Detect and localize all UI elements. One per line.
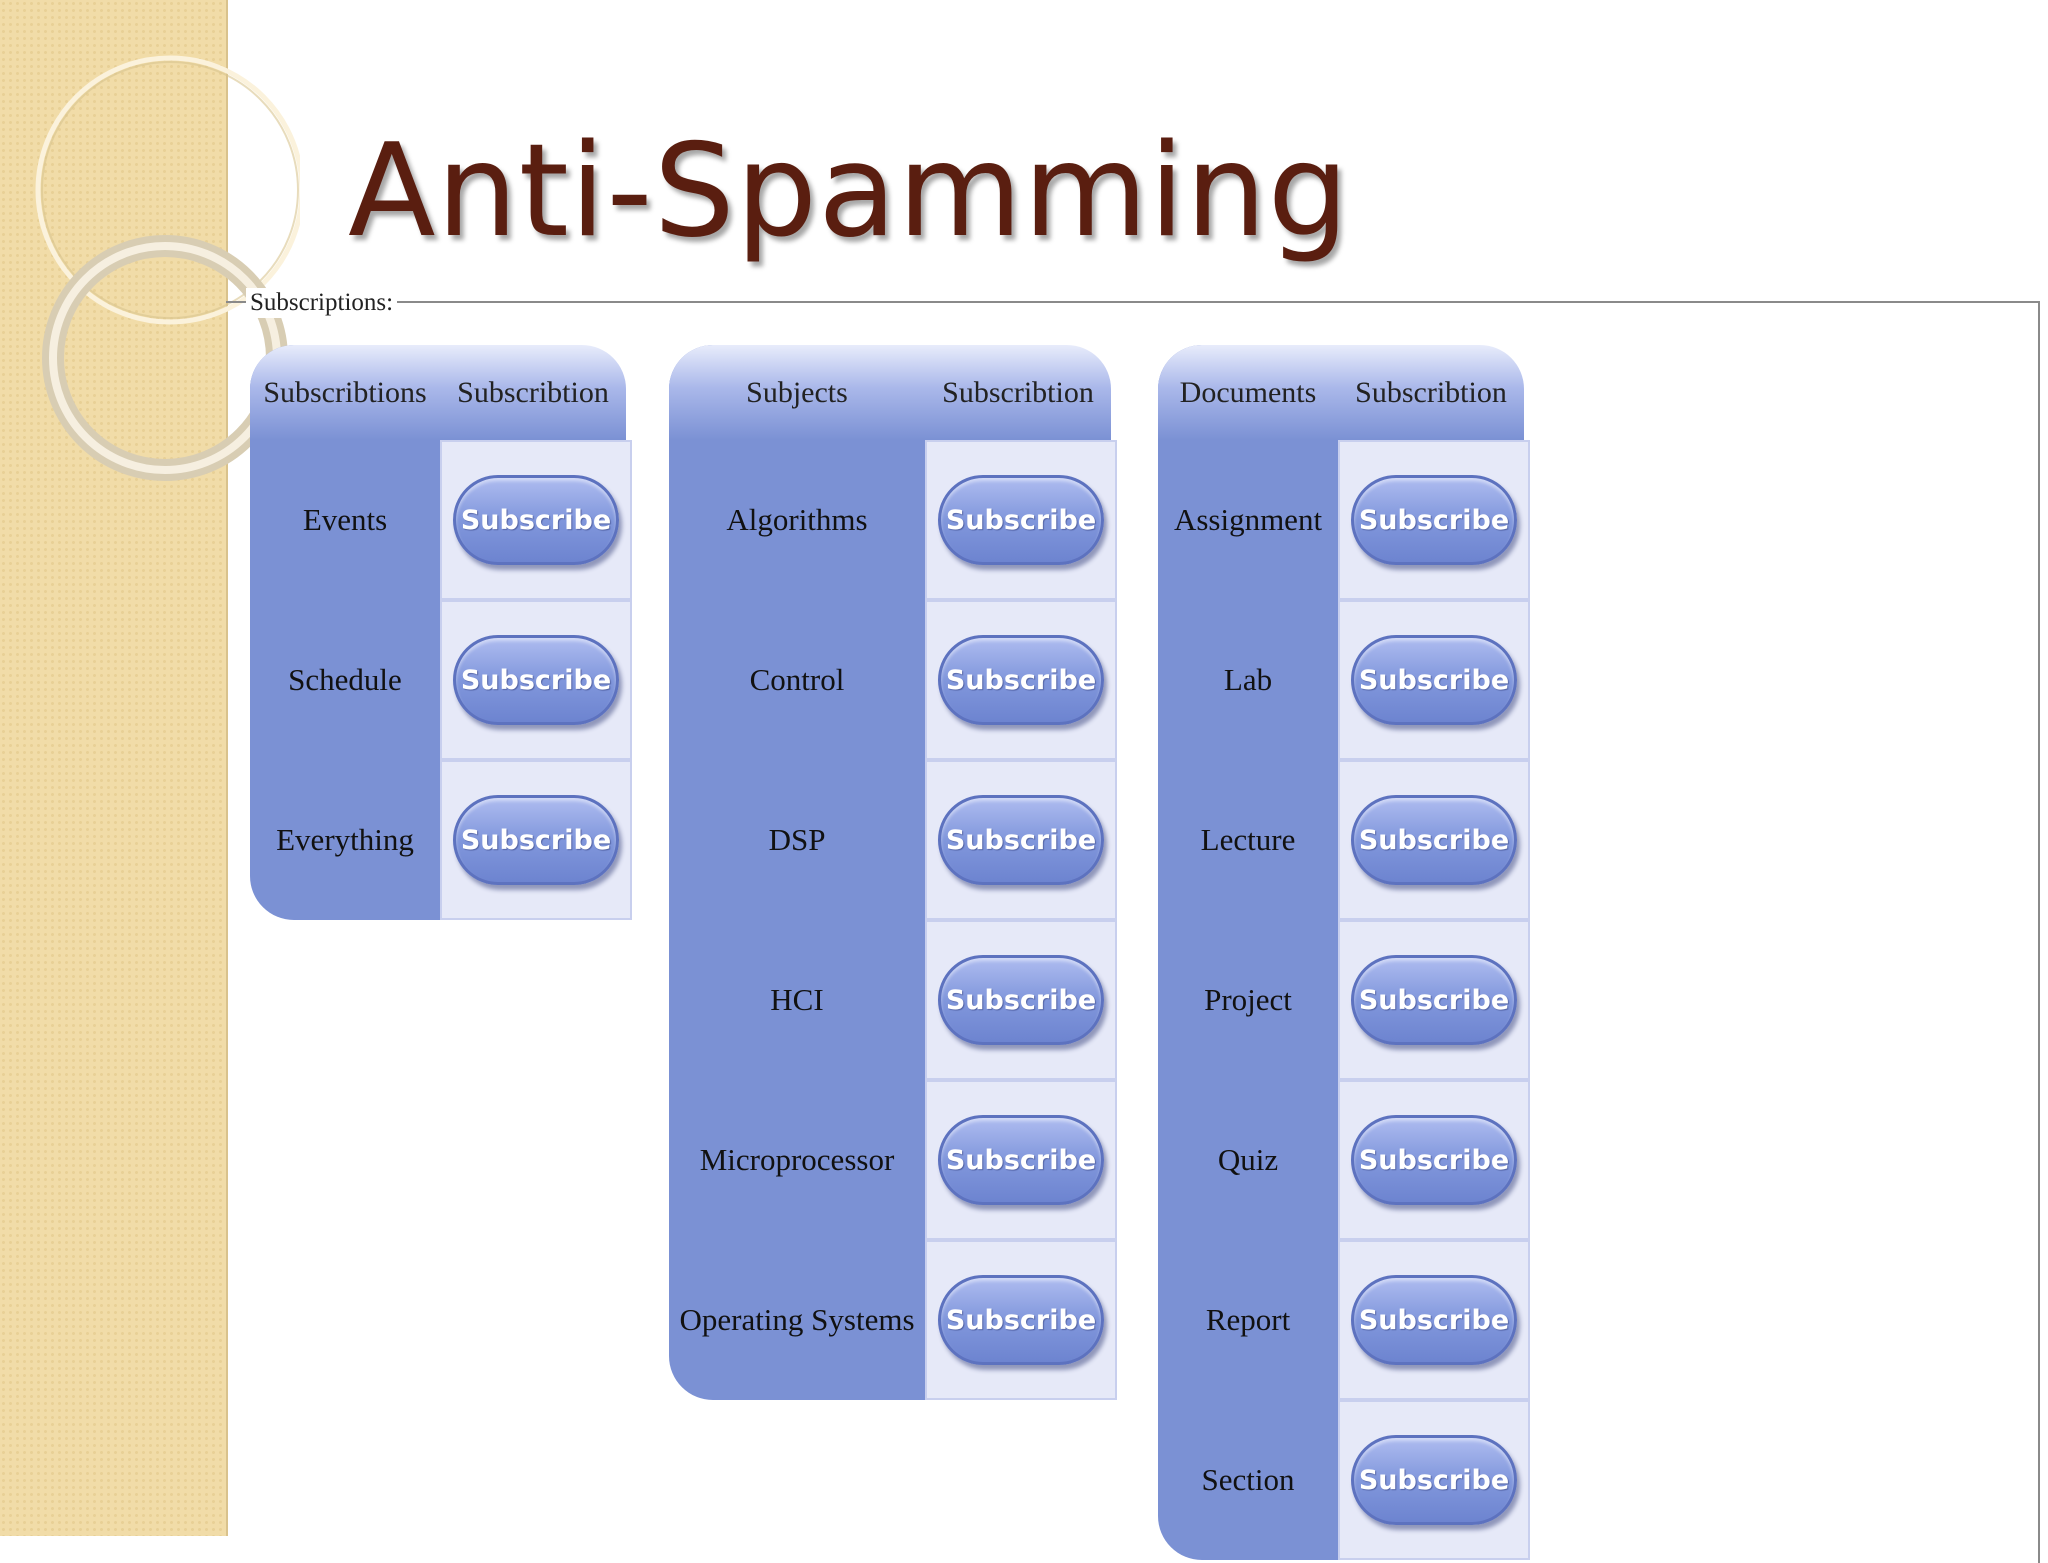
subscribe-cell: Subscribe <box>925 1080 1117 1240</box>
subscribe-button[interactable]: Subscribe <box>1351 1115 1517 1205</box>
row-label: Everything <box>276 822 414 857</box>
row-label: DSP <box>768 822 826 857</box>
subscribe-cell: Subscribe <box>1338 1080 1530 1240</box>
row-label: Assignment <box>1173 502 1323 537</box>
row-label: Section <box>1201 1462 1295 1497</box>
header-category: Documents <box>1179 375 1317 409</box>
subscription-row: Algorithms Subscribe <box>669 440 1117 600</box>
subscribe-cell: Subscribe <box>925 760 1117 920</box>
subscription-row: Assignment Subscribe <box>1158 440 1530 600</box>
panel-header: Documents Subscribtion <box>1158 345 1524 440</box>
panel-header: Subscribtions Subscribtion <box>250 345 626 440</box>
fieldset-legend: Subscriptions: <box>246 288 398 318</box>
subscription-row: Everything Subscribe <box>250 760 632 920</box>
row-label: Lab <box>1223 662 1273 697</box>
row-label: Quiz <box>1217 1142 1279 1177</box>
subscription-row: Events Subscribe <box>250 440 632 600</box>
subscribe-cell: Subscribe <box>1338 440 1530 600</box>
panel-background <box>250 345 440 920</box>
subscribe-button[interactable]: Subscribe <box>1351 475 1517 565</box>
subscription-row: Microprocessor Subscribe <box>669 1080 1117 1240</box>
row-label: Project <box>1204 982 1292 1017</box>
subscribe-button[interactable]: Subscribe <box>938 1275 1104 1365</box>
subscribe-button[interactable]: Subscribe <box>1351 1435 1517 1525</box>
panel-background <box>1158 345 1338 1560</box>
subscribe-button[interactable]: Subscribe <box>1351 955 1517 1045</box>
subscribe-button[interactable]: Subscribe <box>938 795 1104 885</box>
slide-title: Anti-Spamming <box>348 117 1350 266</box>
subscribe-cell: Subscribe <box>1338 920 1530 1080</box>
subscribe-cell: Subscribe <box>925 600 1117 760</box>
subscription-row: DSP Subscribe <box>669 760 1117 920</box>
row-label: Control <box>749 662 845 697</box>
header-category: Subscribtions <box>263 375 427 409</box>
subscribe-cell: Subscribe <box>925 920 1117 1080</box>
subscription-row: Report Subscribe <box>1158 1240 1530 1400</box>
subscriptions-fieldset <box>226 301 2040 1563</box>
subscribe-cell: Subscribe <box>440 600 632 760</box>
header-subscription: Subscribtion <box>457 375 609 409</box>
subscription-row: Operating Systems Subscribe <box>669 1240 1117 1400</box>
subscribe-button[interactable]: Subscribe <box>453 475 619 565</box>
row-label: Events <box>302 502 388 537</box>
header-subscription: Subscribtion <box>942 375 1094 409</box>
row-label: Algorithms <box>726 502 868 537</box>
subscribe-button[interactable]: Subscribe <box>1351 795 1517 885</box>
subscription-row: HCI Subscribe <box>669 920 1117 1080</box>
row-label: HCI <box>770 982 824 1017</box>
row-label: Microprocessor <box>699 1142 895 1177</box>
subscription-row: Lab Subscribe <box>1158 600 1530 760</box>
subscribe-button[interactable]: Subscribe <box>938 1115 1104 1205</box>
subscribe-cell: Subscribe <box>1338 600 1530 760</box>
header-subscription: Subscribtion <box>1355 375 1507 409</box>
subscribe-button[interactable]: Subscribe <box>453 795 619 885</box>
panel-header: Subjects Subscribtion <box>669 345 1111 440</box>
subscription-row: Quiz Subscribe <box>1158 1080 1530 1240</box>
subscription-row: Schedule Subscribe <box>250 600 632 760</box>
subscribe-cell: Subscribe <box>440 760 632 920</box>
subscribe-button[interactable]: Subscribe <box>938 955 1104 1045</box>
subscription-row: Control Subscribe <box>669 600 1117 760</box>
subscription-row: Lecture Subscribe <box>1158 760 1530 920</box>
panel-background <box>669 345 925 1400</box>
header-category: Subjects <box>746 375 848 409</box>
row-label: Operating Systems <box>679 1302 915 1337</box>
row-label: Report <box>1205 1302 1291 1337</box>
subscription-row: Project Subscribe <box>1158 920 1530 1080</box>
subscribe-cell: Subscribe <box>925 1240 1117 1400</box>
subscribe-button[interactable]: Subscribe <box>938 635 1104 725</box>
subscribe-cell: Subscribe <box>1338 760 1530 920</box>
subscribe-button[interactable]: Subscribe <box>938 475 1104 565</box>
row-label: Schedule <box>288 662 402 697</box>
subscription-row: Section Subscribe <box>1158 1400 1530 1560</box>
subscribe-cell: Subscribe <box>925 440 1117 600</box>
subscribe-button[interactable]: Subscribe <box>1351 1275 1517 1365</box>
subscribe-cell: Subscribe <box>1338 1240 1530 1400</box>
subscribe-button[interactable]: Subscribe <box>453 635 619 725</box>
subscribe-cell: Subscribe <box>440 440 632 600</box>
subscribe-button[interactable]: Subscribe <box>1351 635 1517 725</box>
row-label: Lecture <box>1200 822 1296 857</box>
subscribe-cell: Subscribe <box>1338 1400 1530 1560</box>
